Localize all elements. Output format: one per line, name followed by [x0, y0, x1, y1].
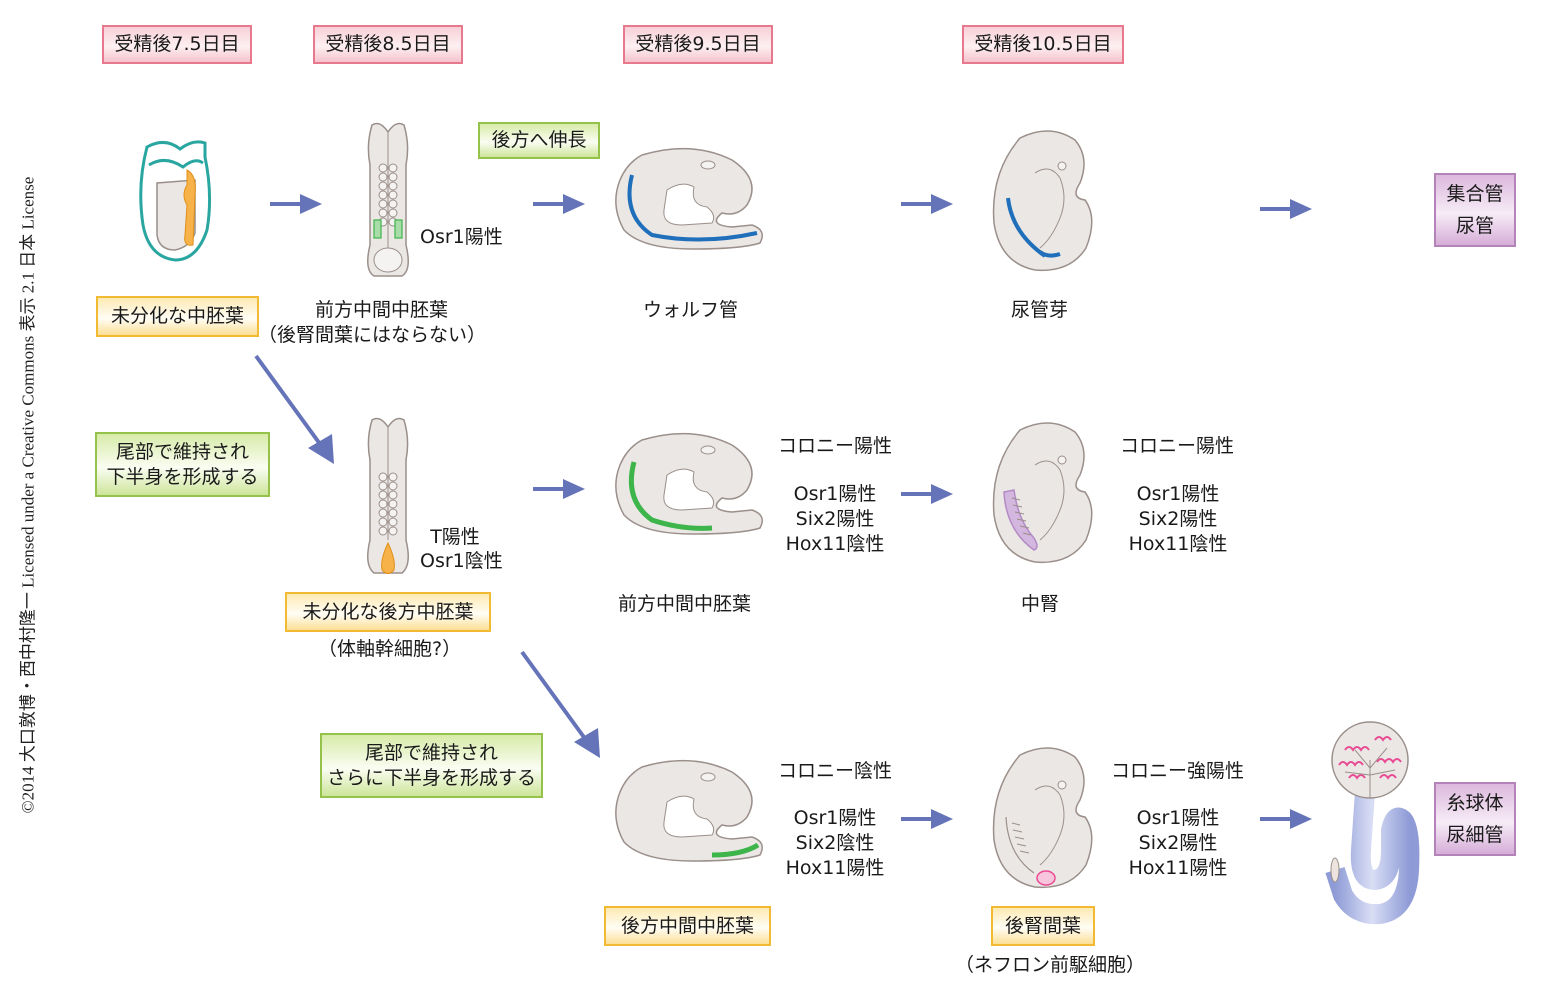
arrow-e7-to-e8	[270, 194, 322, 214]
marker-gene-d3: Hox11陽性	[1128, 857, 1228, 879]
marker-gene-b3: Hox11陰性	[1128, 533, 1228, 555]
embryo-e9-5-wolffian-illustration	[615, 147, 763, 250]
marker-gene-d2: Six2陽性	[1138, 832, 1218, 854]
outcome-glomerulus: 糸球体	[1446, 792, 1504, 814]
embryo-e10-5-ureteric-bud-illustration	[992, 130, 1093, 272]
marker-gene-b2: Six2陽性	[1138, 508, 1218, 530]
arrow-e9-to-e10-row1	[901, 194, 953, 214]
marker-gene-a2: Six2陽性	[795, 508, 875, 530]
embryo-e8-5-posterior-illustration	[367, 417, 409, 574]
outcome-collecting-duct: 集合管	[1446, 183, 1504, 205]
label-axial-stem-cell: （体軸幹細胞?）	[318, 638, 462, 660]
marker-colony-d: コロニー強陽性	[1111, 760, 1245, 782]
annotation-line-1: 尾部で維持され	[115, 440, 249, 463]
embryo-e9-5-posterior-im-illustration	[615, 759, 763, 862]
stage-header-e7-5: 受精後7.5日目	[102, 25, 252, 64]
label-nephron-progenitor: （ネフロン前駆細胞）	[955, 954, 1146, 976]
marker-colony-c: コロニー陰性	[778, 760, 893, 782]
outcome-ureter: 尿管	[1455, 215, 1494, 237]
arrow-diagonal-row2-to-row3	[520, 650, 600, 758]
annotation-line-1: 尾部で維持され	[364, 741, 498, 764]
label-anterior-im-row2: 前方中間中胚葉	[618, 593, 752, 615]
annotation-maintained-tail-1: 尾部で維持され 下半身を形成する	[95, 432, 270, 497]
nephron-illustration	[1325, 721, 1420, 925]
label-anterior-im: 前方中間中胚葉	[315, 299, 449, 321]
marker-gene-a1: Osr1陽性	[793, 483, 877, 505]
label-extend-posterior: 後方へ伸長	[478, 122, 600, 159]
stage-header-e10-5: 受精後10.5日目	[962, 25, 1124, 64]
marker-gene-b1: Osr1陽性	[1136, 483, 1220, 505]
label-osr1-positive: Osr1陽性	[420, 226, 503, 248]
stage-header-e9-5: 受精後9.5日目	[623, 25, 773, 64]
arrow-to-collecting-duct	[1260, 199, 1312, 219]
arrow-row2-e8-to-e9	[533, 479, 585, 499]
annotation-line-2: さらに下半身を形成する	[326, 766, 536, 789]
marker-gene-c3: Hox11陽性	[785, 857, 885, 879]
label-mesonephros: 中腎	[1021, 593, 1060, 615]
annotation-line-2: 下半身を形成する	[106, 465, 259, 488]
embryo-e10-5-mesonephros-illustration	[992, 422, 1093, 564]
label-osr1-negative: Osr1陰性	[420, 550, 503, 572]
arrow-diagonal-row1-to-row2	[254, 354, 334, 464]
stage-header-e8-5: 受精後8.5日目	[313, 25, 463, 64]
annotation-maintained-tail-2: 尾部で維持され さらに下半身を形成する	[320, 733, 543, 798]
copyright-notice: ©2014 大口敦博・西中村隆一 Licensed under a Creati…	[18, 176, 38, 814]
arrow-row3-e9-to-e10	[901, 809, 953, 829]
label-posterior-im: 後方中間中胚葉	[604, 906, 771, 946]
embryo-e7-5-illustration	[139, 140, 212, 262]
arrow-row2-e9-to-e10	[901, 484, 953, 504]
label-metanephric-mesenchyme: 後腎間葉	[991, 906, 1095, 946]
marker-gene-d1: Osr1陽性	[1136, 807, 1220, 829]
marker-gene-c2: Six2陰性	[795, 832, 875, 854]
label-undifferentiated-posterior-mesoderm: 未分化な後方中胚葉	[285, 592, 491, 632]
outcome-collecting-duct-ureter: 集合管 尿管	[1434, 173, 1516, 247]
marker-gene-c1: Osr1陽性	[793, 807, 877, 829]
embryo-e8-5-illustration	[367, 122, 409, 277]
embryo-e9-5-anterior-im-illustration	[615, 432, 763, 535]
marker-colony-b: コロニー陽性	[1120, 435, 1235, 457]
outcome-glomerulus-tubule: 糸球体 尿細管	[1434, 782, 1516, 856]
label-anterior-im-note: （後腎間葉にはならない）	[258, 324, 487, 346]
label-undifferentiated-mesoderm: 未分化な中胚葉	[96, 296, 259, 337]
marker-gene-a3: Hox11陰性	[785, 533, 885, 555]
arrow-to-nephron	[1260, 809, 1312, 829]
label-wolffian-duct: ウォルフ管	[643, 299, 739, 321]
marker-colony-a: コロニー陽性	[778, 435, 893, 457]
arrow-e8-to-e9	[533, 194, 585, 214]
embryo-e10-5-metanephric-illustration	[992, 747, 1093, 889]
outcome-tubule: 尿細管	[1446, 824, 1504, 846]
label-ureteric-bud: 尿管芽	[1011, 299, 1069, 321]
label-t-positive: T陽性	[430, 526, 480, 548]
